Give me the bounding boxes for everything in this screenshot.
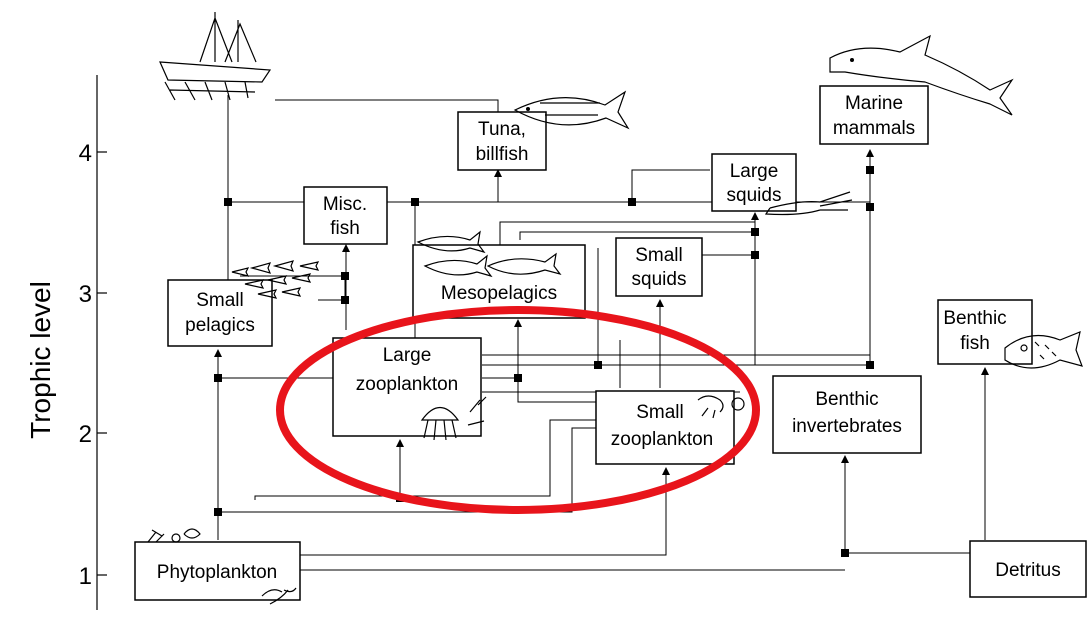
svg-text:Small: Small xyxy=(196,290,244,311)
node-mesopelagics: Mesopelagics xyxy=(412,244,586,319)
svg-text:Mesopelagics: Mesopelagics xyxy=(441,283,557,304)
node-tuna-billfish: Tuna, billfish xyxy=(457,111,547,171)
svg-text:invertebrates: invertebrates xyxy=(792,416,902,437)
tick-label-2: 2 xyxy=(79,421,92,448)
svg-text:Tuna,: Tuna, xyxy=(478,119,526,140)
svg-text:Small: Small xyxy=(636,402,684,423)
node-phytoplankton: Phytoplankton xyxy=(134,541,301,601)
node-marine-mammals: Marine mammals xyxy=(819,85,929,145)
diatom-icon xyxy=(147,528,297,605)
svg-text:squids: squids xyxy=(727,185,782,206)
node-large-squids: Large squids xyxy=(711,153,797,212)
svg-text:pelagics: pelagics xyxy=(185,315,255,336)
node-small-squids: Small squids xyxy=(615,237,703,297)
svg-text:squids: squids xyxy=(632,269,687,290)
axis-title: Trophic level xyxy=(25,281,56,439)
fishing-boat-icon xyxy=(159,12,272,101)
anchovy-school-icon xyxy=(231,260,320,299)
trophic-links xyxy=(214,95,989,571)
svg-text:Detritus: Detritus xyxy=(995,560,1060,581)
tuna-icon xyxy=(513,90,630,130)
grouper-icon xyxy=(1004,331,1083,369)
svg-text:fish: fish xyxy=(960,333,990,354)
svg-text:billfish: billfish xyxy=(476,144,529,165)
y-axis: 4 3 2 1 Trophic level xyxy=(25,75,107,610)
svg-text:fish: fish xyxy=(330,218,360,239)
jellyfish-icon xyxy=(420,396,487,441)
svg-text:Phytoplankton: Phytoplankton xyxy=(157,562,277,583)
squid-icon xyxy=(764,191,853,216)
svg-text:mammals: mammals xyxy=(833,118,915,139)
tick-label-3: 3 xyxy=(79,281,92,308)
node-misc-fish: Misc. fish xyxy=(303,186,388,245)
node-benthic-fish: Benthic fish xyxy=(937,299,1033,365)
svg-text:Large: Large xyxy=(383,345,432,366)
shrimp-icon xyxy=(697,395,745,419)
svg-text:Benthic: Benthic xyxy=(943,308,1006,329)
svg-text:Benthic: Benthic xyxy=(815,389,878,410)
highlight-ellipse xyxy=(276,306,760,514)
node-detritus: Detritus xyxy=(969,540,1087,598)
svg-text:Large: Large xyxy=(730,161,779,182)
tick-label-4: 4 xyxy=(79,140,92,167)
node-small-pelagics: Small pelagics xyxy=(167,279,273,347)
svg-text:Misc.: Misc. xyxy=(323,194,367,215)
node-large-zooplankton: Large zooplankton xyxy=(332,337,482,437)
lanternfish-icon xyxy=(416,230,562,278)
node-benthic-invertebrates: Benthic invertebrates xyxy=(772,375,922,454)
svg-text:zooplankton: zooplankton xyxy=(611,429,713,450)
node-small-zooplankton: Small zooplankton xyxy=(595,390,735,465)
svg-text:Small: Small xyxy=(635,245,683,266)
svg-text:Marine: Marine xyxy=(845,93,903,114)
dolphin-icon xyxy=(829,34,1014,116)
tick-label-1: 1 xyxy=(79,563,92,590)
svg-text:zooplankton: zooplankton xyxy=(356,374,458,395)
